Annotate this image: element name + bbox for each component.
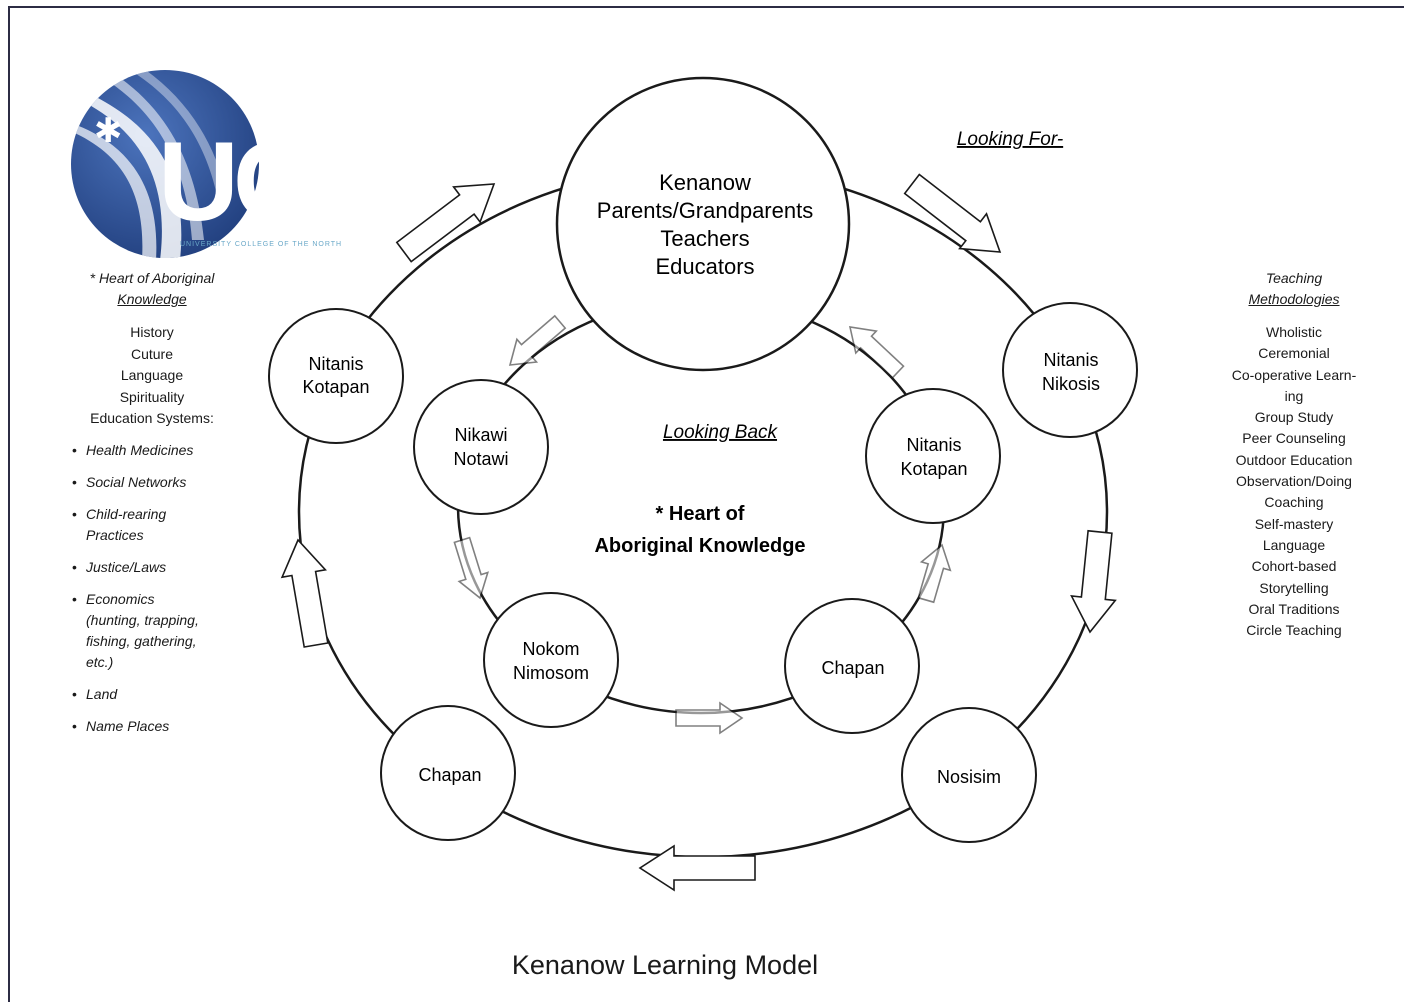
method-item: Ceremonial [1258, 345, 1330, 362]
outer-node-nitanis-kotapan: Nitanis Kotapan [268, 308, 404, 444]
inner-node-chapan: Chapan [784, 598, 920, 734]
diagram-caption: Kenanow Learning Model [511, 950, 819, 980]
method-item: Language [1262, 536, 1326, 553]
flow-arrow [917, 543, 952, 604]
flow-arrow [453, 536, 490, 600]
node-circle [784, 598, 920, 734]
flow-arrow [638, 844, 756, 892]
node-circle [865, 388, 1001, 524]
node-label: Kotapan [900, 459, 967, 479]
ucn-logo: ✱ UCN UNIVERSITY COLLEGE OF THE NORTH [71, 70, 389, 258]
node-circle [901, 707, 1037, 843]
left-panel: * Heart of Aboriginal Knowledge History … [62, 268, 242, 748]
topic-item: History [130, 324, 174, 340]
outer-node-chapan: Chapan [380, 705, 516, 841]
inner-node-nikawi-notawi: Nikawi Notawi [413, 379, 549, 515]
node-label: Nitanis [1043, 350, 1098, 370]
node-label: Nitanis [906, 435, 961, 455]
flow-arrow [903, 173, 1002, 253]
method-list: Wholistic Ceremonial Co-operative Learn-… [1206, 322, 1382, 641]
inner-node-nitanis-kotapan: Nitanis Kotapan [865, 388, 1001, 524]
bullet-item: Social Networks [62, 472, 242, 493]
node-label: Chapan [418, 765, 481, 785]
node-circle [268, 308, 404, 444]
method-item: Wholistic [1265, 324, 1322, 340]
node-label: Nikosis [1042, 374, 1100, 394]
node-label: Nokom [522, 639, 579, 659]
method-item: Co-operative Learn- ing [1231, 366, 1357, 404]
left-panel-heading: * Heart of Aboriginal Knowledge [62, 268, 242, 310]
center-node-circle [555, 76, 851, 372]
method-item: Circle Teaching [1246, 622, 1342, 639]
node-label: Nosisim [937, 767, 1001, 787]
star-icon: ✱ [94, 111, 123, 151]
method-item: Peer Counseling [1242, 430, 1346, 447]
center-node-line: Educators [655, 254, 754, 279]
method-item: Group Study [1254, 409, 1334, 426]
logo-swooshes [71, 70, 228, 258]
node-label: Notawi [453, 449, 508, 469]
arrows [280, 173, 1117, 892]
right-heading-line1: Teaching [1265, 270, 1323, 286]
left-heading-line1: * Heart of Aboriginal [89, 270, 215, 286]
method-item: Cohort-based [1251, 558, 1337, 575]
bullet-item: Land [62, 684, 242, 705]
method-item: Observation/Doing [1236, 473, 1352, 490]
flow-arrow [1070, 529, 1117, 634]
bullet-item: Justice/Laws [62, 557, 242, 578]
heart-label-line1: * Heart of [656, 503, 745, 525]
flow-arrow [395, 183, 496, 263]
node-label: Nikawi [454, 425, 507, 445]
topic-item: Education Systems: [90, 410, 214, 426]
center-node: Kenanow Parents/Grandparents Teachers Ed… [555, 76, 851, 372]
bullet-item: Health Medicines [62, 440, 242, 461]
bullet-item: Economics (hunting, trapping, fishing, g… [62, 589, 242, 673]
bullet-item: Name Places [62, 716, 242, 737]
center-node-line: Teachers [660, 226, 749, 251]
flow-arrow [675, 701, 744, 735]
node-circle [380, 705, 516, 841]
method-item: Outdoor Education [1235, 451, 1353, 468]
inner-node-nokom-nimosom: Nokom Nimosom [483, 592, 619, 728]
flow-arrow [508, 314, 567, 366]
center-node-line: Kenanow [659, 170, 751, 195]
right-heading-line2: Methodologies [1248, 291, 1340, 307]
bullet-item: Child-rearing Practices [62, 504, 242, 546]
logo-subtitle: UNIVERSITY COLLEGE OF THE NORTH [180, 241, 342, 248]
topic-item: Cuture [130, 345, 174, 362]
outer-node-nitanis-nikosis: Nitanis Nikosis [1002, 302, 1138, 438]
topic-item: Spirituality [119, 388, 185, 405]
right-panel: Teaching Methodologies Wholistic Ceremon… [1206, 268, 1382, 641]
method-item: Storytelling [1259, 579, 1329, 596]
left-heading-line2: Knowledge [117, 291, 187, 307]
node-circle [413, 379, 549, 515]
node-label: Nitanis [308, 354, 363, 374]
node-label: Chapan [821, 658, 884, 678]
method-item: Oral Traditions [1248, 600, 1340, 617]
flow-arrow [848, 326, 905, 379]
node-label: Nimosom [513, 663, 589, 683]
node-label: Kotapan [302, 377, 369, 397]
node-circle [1002, 302, 1138, 438]
flow-arrow [280, 538, 329, 648]
logo-letters: UCN [158, 119, 383, 244]
right-panel-heading: Teaching Methodologies [1206, 268, 1382, 310]
node-circle [483, 592, 619, 728]
looking-back-label: Looking Back [663, 422, 779, 443]
looking-for-label: Looking For- [957, 129, 1063, 150]
outer-node-nosisim: Nosisim [901, 707, 1037, 843]
method-item: Coaching [1264, 494, 1324, 511]
topic-item: Language [120, 367, 184, 383]
bullet-list: Health Medicines Social Networks Child-r… [62, 440, 242, 737]
method-item: Self-mastery [1254, 515, 1334, 532]
center-node-line: Parents/Grandparents [597, 198, 813, 223]
topic-list: History Cuture Language Spirituality Edu… [62, 322, 242, 430]
heart-label-line2: Aboriginal Knowledge [594, 535, 805, 557]
page-frame [8, 6, 1404, 1002]
